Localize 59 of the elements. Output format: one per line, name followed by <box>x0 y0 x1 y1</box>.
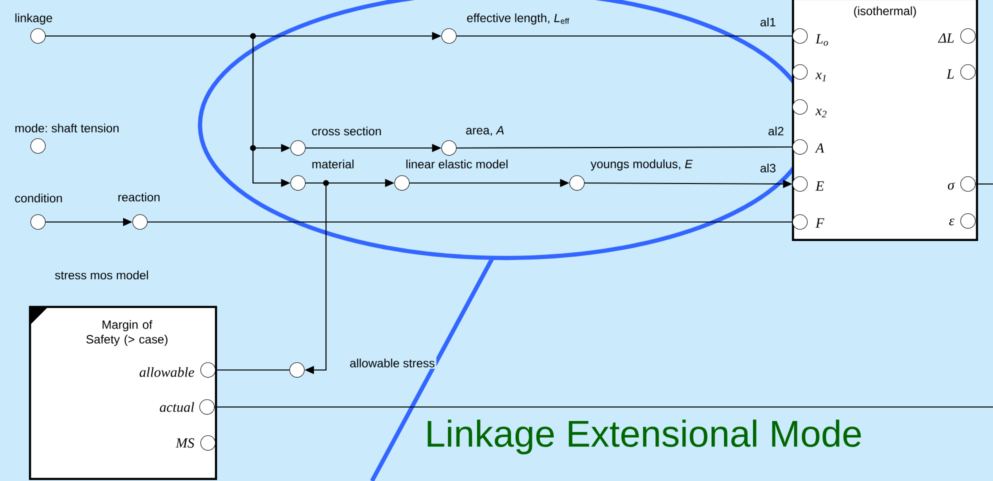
connector <box>456 146 792 149</box>
node-label: F <box>816 218 824 228</box>
port: x$_{2}$ <box>792 99 826 118</box>
node-label: L$_{o}$ <box>815 34 828 46</box>
port: L <box>946 64 976 80</box>
port: material <box>290 158 356 191</box>
port: L$_{o}$ <box>792 28 828 46</box>
port: youngs modulus, E <box>569 158 694 191</box>
node-label: material <box>312 160 354 168</box>
edge-label: al1 <box>758 16 778 28</box>
connector <box>976 183 993 185</box>
edge-label: al3 <box>758 162 778 174</box>
node-label: mode: shaft tension <box>15 124 119 132</box>
node-label: σ <box>948 182 955 190</box>
port: MS <box>176 435 216 451</box>
node-label: x$_{2}$ <box>815 108 826 118</box>
port: condition <box>13 192 64 230</box>
port: cross section <box>290 125 383 156</box>
port: σ <box>948 176 976 192</box>
connector <box>214 406 993 408</box>
port: area, A <box>441 124 506 156</box>
node-label: area, A <box>466 126 504 136</box>
node-label: L <box>946 69 954 79</box>
edge-label: al2 <box>766 125 786 137</box>
node-label: ΔL <box>938 33 954 43</box>
connector <box>456 35 792 37</box>
connector <box>148 221 792 223</box>
port: linkage <box>13 12 54 44</box>
node-label: x$_{1}$ <box>815 72 826 82</box>
node-label: effective length, L$_{eff}$ <box>467 13 570 25</box>
node-label: reaction <box>118 192 160 202</box>
port: x$_{1}$ <box>792 64 826 82</box>
node-label: E <box>815 181 824 191</box>
node-label: condition <box>15 194 62 202</box>
box-heading: stress mos model <box>55 270 148 280</box>
node-label: youngs modulus, E <box>590 159 693 171</box>
port: allowable stress <box>289 357 436 378</box>
port: linear elastic model <box>394 158 510 191</box>
node-label: linkage <box>15 13 52 25</box>
port: A <box>792 139 824 155</box>
port: F <box>792 214 824 230</box>
node-label: allowable stress <box>350 358 435 368</box>
node-label: A <box>814 143 824 153</box>
connector <box>216 369 290 371</box>
port: effective length, L$_{eff}$ <box>441 12 572 44</box>
node-label: cross section <box>312 126 381 136</box>
port: actual <box>160 399 215 415</box>
port: ΔL <box>938 28 976 44</box>
node-label: ε <box>949 218 954 226</box>
node-label: linear elastic model <box>406 160 508 168</box>
node-label: allowable <box>140 367 194 377</box>
title: Linkage Extensional Mode <box>428 420 861 454</box>
port: allowable <box>140 362 216 378</box>
port: mode: shaft tension <box>13 122 121 154</box>
port: E <box>792 176 824 192</box>
port: reaction <box>116 191 162 230</box>
node-label: actual <box>160 402 194 412</box>
port: ε <box>949 213 976 229</box>
node-label: MS <box>176 438 194 448</box>
